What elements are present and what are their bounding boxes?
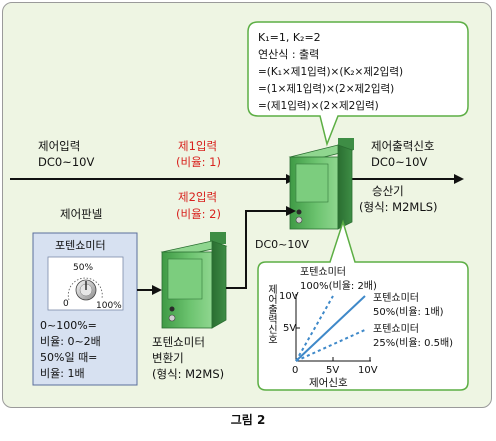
panel-note-1: 0~100%= xyxy=(40,319,97,332)
dial-0-label: 0 xyxy=(63,299,69,309)
callout-line-3: =(K₁×제1입력)×(K₂×제2입력) xyxy=(258,65,403,78)
control-input-range: DC0~10V xyxy=(38,155,94,169)
series-50pct-label-2: 50%(비율: 1배) xyxy=(373,306,444,318)
converter-to-multiplier-arrow xyxy=(226,206,296,289)
series-25pct-line xyxy=(295,328,368,362)
graph-x-label: 제어신호 xyxy=(309,377,348,389)
panel-note-3: 50%일 때= xyxy=(40,350,97,364)
callout-line-4: =(1×제1입력)×(2×제2입력) xyxy=(258,82,394,95)
graph-y-label: 제어출력신호 xyxy=(266,284,278,344)
multiplier-model: (형식: M2MLS) xyxy=(359,200,438,214)
graph-y-tick-5v: 5V xyxy=(283,323,296,334)
series-100pct-label-1: 포텐쇼미터 xyxy=(300,266,346,278)
series-100pct-line xyxy=(295,295,334,362)
converter-name: 포텐쇼미터 xyxy=(152,335,205,349)
series-25pct-label-2: 25%(비율: 0.5배) xyxy=(373,337,453,349)
input1-ratio: (비율: 1) xyxy=(176,155,221,169)
multiplier-module xyxy=(288,138,354,230)
input2-label: 제2입력 xyxy=(178,190,217,204)
converter-model: (형식: M2MS) xyxy=(152,367,224,381)
series-100pct-label-2: 100%(비율: 2배) xyxy=(300,280,377,292)
graph-x-tick-0: 0 xyxy=(292,365,298,376)
multiplier-name: 승산기 xyxy=(372,184,404,198)
graph-y-tick-10v: 10V xyxy=(279,291,299,302)
mid-signal-range: DC0~10V xyxy=(255,238,309,251)
graph-callout: 제어출력신호 10V 5V 0 5V 10V 제어신호 포텐쇼미터 100%(비… xyxy=(257,219,469,391)
graph-x-tick-10v: 10V xyxy=(358,365,378,376)
dial-100-label: 100% xyxy=(96,301,122,311)
callout-line-1: K₁=1, K₂=2 xyxy=(258,31,321,44)
callout-line-5: =(제1입력)×(2×제2입력) xyxy=(258,99,379,112)
panel-box-title: 포텐쇼미터 xyxy=(55,239,106,252)
potentiometer-knob[interactable] xyxy=(67,277,103,301)
dial-50-label: 50% xyxy=(73,263,93,273)
control-output-range: DC0~10V xyxy=(371,155,427,169)
converter-type: 변환기 xyxy=(152,351,184,365)
control-panel: 포텐쇼미터 50% 0 100% 0~100%= 비율: 0~2배 50%일 때… xyxy=(32,232,138,386)
graph-x-tick-5v: 5V xyxy=(326,365,339,376)
converter-module xyxy=(160,232,228,329)
control-panel-title: 제어판넬 xyxy=(60,207,102,221)
panel-note-2: 비율: 0~2배 xyxy=(40,335,101,348)
formula-callout: K₁=1, K₂=2 연산식 : 출력 =(K₁×제1입력)×(K₂×제2입력)… xyxy=(247,21,469,147)
input2-ratio: (비율: 2) xyxy=(176,207,221,221)
callout-line-2: 연산식 : 출력 xyxy=(258,48,319,61)
control-output-label: 제어출력신호 xyxy=(371,139,434,153)
panel-note-4: 비율: 1배 xyxy=(40,367,85,380)
control-input-label: 제어입력 xyxy=(38,139,80,153)
series-50pct-label-1: 포텐쇼미터 xyxy=(373,292,419,304)
series-50pct-line xyxy=(295,295,366,362)
input1-label: 제1입력 xyxy=(178,139,217,153)
figure-caption: 그림 2 xyxy=(231,413,266,427)
series-25pct-label-1: 포텐쇼미터 xyxy=(373,323,419,335)
